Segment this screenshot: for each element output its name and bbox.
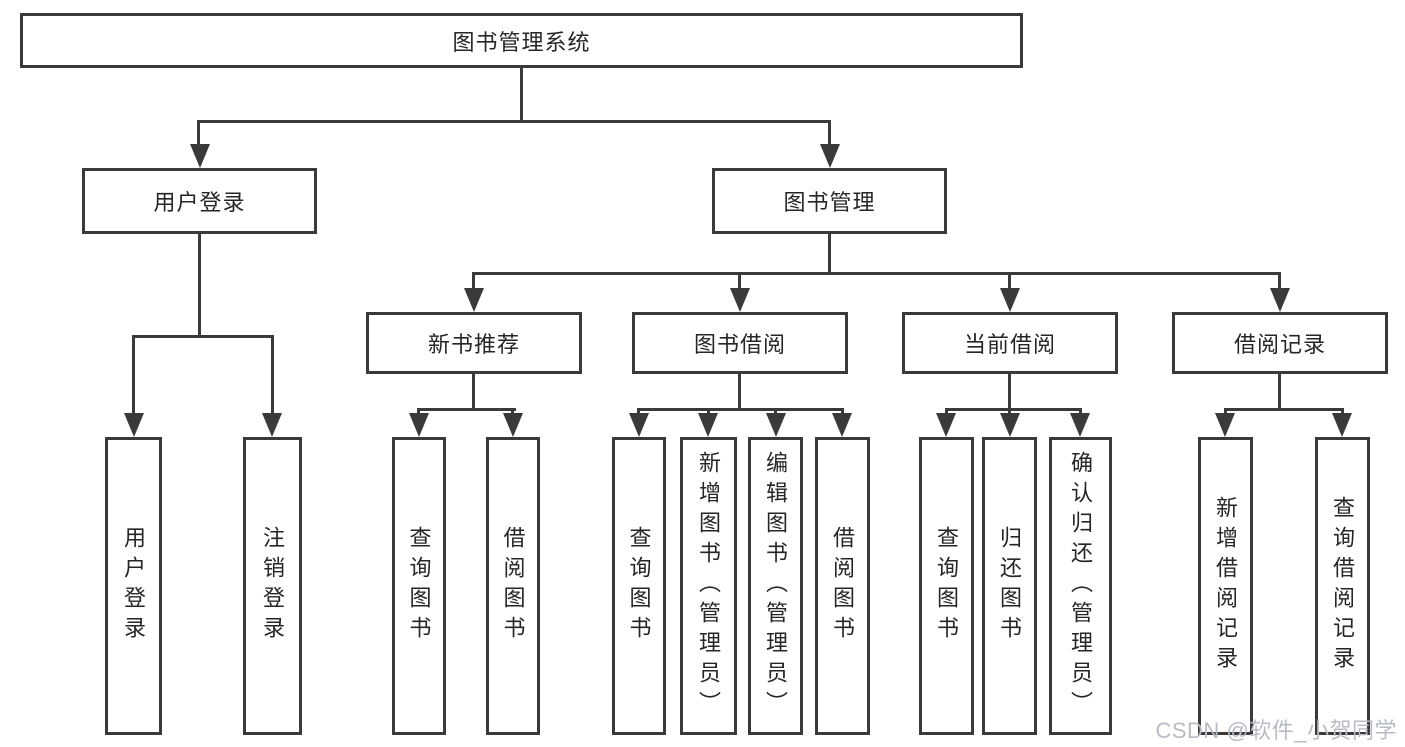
connector-line	[1278, 272, 1281, 292]
connector-line	[271, 335, 274, 417]
leaf-borrowing-edit-books-admin: 编辑图书（管理员）	[748, 437, 803, 735]
node-user-login-label: 用户登录	[153, 190, 246, 215]
arrow-down-icon	[1270, 288, 1290, 312]
connector-line	[472, 272, 1281, 275]
node-book-management: 图书管理	[712, 168, 947, 234]
connector-line	[472, 272, 475, 292]
connector-line	[132, 335, 274, 338]
leaf-borrowing-add-books-admin-label: 新增图书（管理员）	[696, 451, 722, 721]
connector-line	[1008, 374, 1011, 410]
node-borrow-records-label: 借阅记录	[1233, 332, 1326, 357]
leaf-current-query-books: 查询图书	[919, 437, 974, 735]
leaf-borrowing-add-books-admin: 新增图书（管理员）	[680, 437, 737, 735]
arrow-down-icon	[503, 413, 523, 437]
node-new-books: 新书推荐	[366, 312, 582, 374]
node-root: 图书管理系统	[20, 13, 1023, 68]
connector-line	[1278, 374, 1281, 410]
arrow-down-icon	[464, 288, 484, 312]
leaf-current-confirm-return-admin: 确认归还（管理员）	[1049, 437, 1112, 735]
connector-line	[828, 234, 831, 274]
arrow-down-icon	[1070, 413, 1090, 437]
arrow-down-icon	[832, 413, 852, 437]
leaf-borrowing-borrow-books-label: 借阅图书	[830, 526, 856, 646]
leaf-newbooks-query-books: 查询图书	[392, 437, 446, 735]
leaf-current-return-books-label: 归还图书	[997, 526, 1023, 646]
leaf-borrowing-borrow-books: 借阅图书	[815, 437, 870, 735]
connector-line	[945, 408, 1082, 411]
csdn-watermark: CSDN @软件_小贺同学	[1155, 718, 1397, 743]
connector-line	[738, 374, 741, 410]
leaf-newbooks-borrow-books: 借阅图书	[486, 437, 540, 735]
node-current-borrowing-label: 当前借阅	[963, 332, 1056, 357]
node-user-login: 用户登录	[82, 168, 317, 234]
connector-line	[197, 120, 831, 123]
leaf-logout: 注销登录	[243, 437, 302, 735]
node-book-borrowing-label: 图书借阅	[693, 332, 786, 357]
connector-line	[828, 120, 831, 150]
arrow-down-icon	[766, 413, 786, 437]
arrow-down-icon	[1000, 413, 1020, 437]
leaf-user-login: 用户登录	[105, 437, 162, 735]
connector-line	[520, 68, 523, 123]
arrow-down-icon	[730, 288, 750, 312]
connector-line	[1224, 408, 1344, 411]
leaf-newbooks-query-books-label: 查询图书	[406, 526, 432, 646]
leaf-newbooks-borrow-books-label: 借阅图书	[500, 526, 526, 646]
connector-line	[417, 408, 516, 411]
arrow-down-icon	[262, 413, 282, 437]
leaf-user-login-label: 用户登录	[121, 526, 147, 646]
connector-line	[197, 120, 200, 150]
connector-line	[472, 374, 475, 410]
leaf-records-add-record: 新增借阅记录	[1198, 437, 1253, 735]
leaf-logout-label: 注销登录	[260, 526, 286, 646]
node-new-books-label: 新书推荐	[427, 332, 520, 357]
node-current-borrowing: 当前借阅	[902, 312, 1118, 374]
node-book-management-label: 图书管理	[783, 190, 876, 215]
arrow-down-icon	[820, 144, 840, 168]
arrow-down-icon	[1215, 413, 1235, 437]
leaf-current-query-books-label: 查询图书	[934, 526, 960, 646]
arrow-down-icon	[190, 144, 210, 168]
connector-line	[198, 234, 201, 337]
connector-line	[132, 335, 135, 417]
leaf-records-query-record: 查询借阅记录	[1315, 437, 1370, 735]
node-borrow-records: 借阅记录	[1172, 312, 1388, 374]
leaf-borrowing-edit-books-admin-label: 编辑图书（管理员）	[763, 451, 789, 721]
leaf-current-return-books: 归还图书	[982, 437, 1037, 735]
leaf-current-confirm-return-admin-label: 确认归还（管理员）	[1068, 451, 1094, 721]
arrow-down-icon	[1332, 413, 1352, 437]
arrow-down-icon	[936, 413, 956, 437]
connector-line	[1008, 272, 1011, 292]
leaf-records-add-record-label: 新增借阅记录	[1213, 496, 1239, 676]
connector-line	[637, 408, 844, 411]
arrow-down-icon	[1000, 288, 1020, 312]
arrow-down-icon	[629, 413, 649, 437]
node-book-borrowing: 图书借阅	[632, 312, 848, 374]
arrow-down-icon	[409, 413, 429, 437]
arrow-down-icon	[698, 413, 718, 437]
leaf-borrowing-query-books: 查询图书	[612, 437, 666, 735]
leaf-records-query-record-label: 查询借阅记录	[1330, 496, 1356, 676]
arrow-down-icon	[124, 413, 144, 437]
node-root-label: 图书管理系统	[452, 29, 591, 55]
connector-line	[738, 272, 741, 292]
leaf-borrowing-query-books-label: 查询图书	[626, 526, 652, 646]
